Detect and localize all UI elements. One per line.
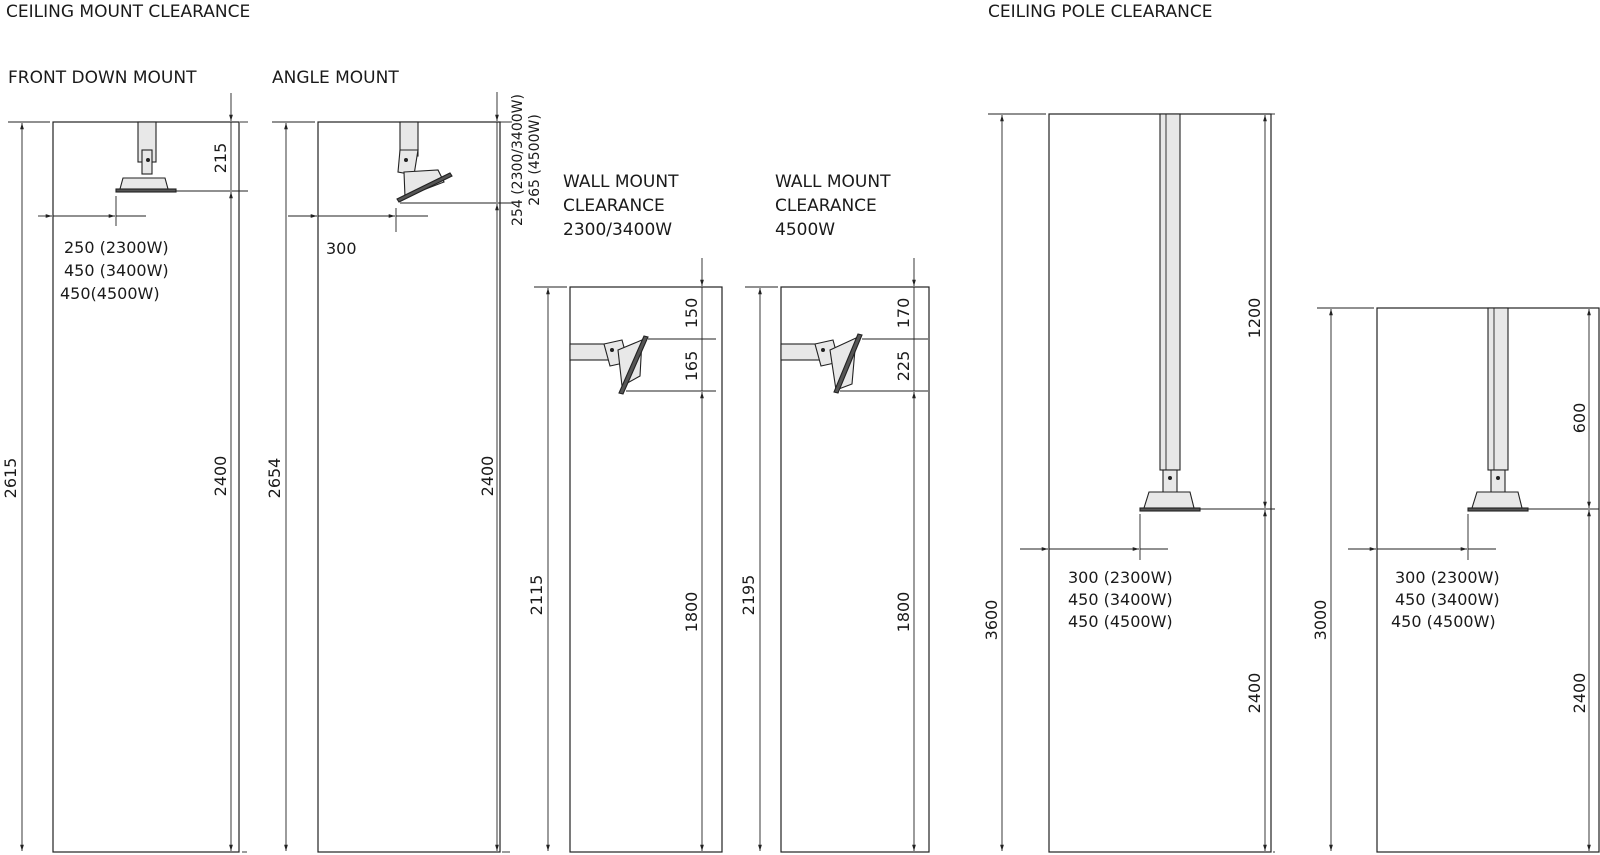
wall-b-title-line-3: 4500W: [775, 220, 835, 240]
wall-b-total-dim: 2195: [739, 575, 758, 616]
angle-mount-title: ANGLE MOUNT: [272, 68, 399, 88]
angle-floor-dim: 2400: [478, 456, 497, 497]
angle-heater: [396, 121, 453, 203]
wall-b-floor-dim: 1800: [894, 592, 913, 633]
wall-a-mid-dim: 165: [682, 351, 701, 382]
pole-a-offset-3: 450 (4500W): [1068, 612, 1173, 631]
pole-a-floor-dim: 2400: [1245, 673, 1264, 714]
front-down-offset-3: 450(4500W): [60, 284, 160, 303]
wall-b-top-dim: 170: [894, 298, 913, 329]
ceiling-pole-b-diagram: 3000 600 2400 300 (2300W) 450 (3400W) 45…: [1311, 307, 1600, 853]
wall-a-title-line-2: CLEARANCE: [563, 196, 665, 216]
angle-drop-dim-1: 254 (2300/3400W): [510, 94, 526, 226]
pole-a-offset-2: 450 (3400W): [1068, 590, 1173, 609]
ceiling-mount-title: CEILING MOUNT CLEARANCE: [6, 2, 250, 22]
angle-room-outline: [317, 121, 501, 853]
angle-mount-diagram: 2654 2400 254 (2300/3400W) 265 (4500W) 3…: [265, 92, 543, 853]
front-down-offset-1: 250 (2300W): [64, 238, 169, 257]
wall-b-title-line-2: CLEARANCE: [775, 196, 877, 216]
pole-b-offset-1: 300 (2300W): [1395, 568, 1500, 587]
wall-b-heater: [780, 333, 863, 394]
front-down-floor-dim: 2400: [211, 456, 230, 497]
pole-b-offset-2: 450 (3400W): [1395, 590, 1500, 609]
wall-a-total-dim: 2115: [527, 575, 546, 616]
pole-b-floor-dim: 2400: [1570, 673, 1589, 714]
ceiling-pole-a-diagram: 3600 1200 2400 300 (2300W) 450 (3400W) 4…: [982, 113, 1275, 853]
front-down-mount-diagram: 2615 2400 215 250 (2300W) 450 (3400W) 45…: [1, 93, 248, 853]
wall-a-room-outline: [569, 286, 723, 853]
front-down-drop-dim: 215: [211, 143, 230, 174]
wall-b-title: WALL MOUNT CLEARANCE 4500W: [775, 172, 891, 240]
wall-a-title-line-3: 2300/3400W: [563, 220, 672, 240]
wall-mount-a-diagram: 2115 150 165 1800: [527, 258, 723, 853]
wall-mount-b-diagram: 2195 170 225 1800: [739, 258, 930, 853]
angle-offset-dim: 300: [326, 239, 357, 258]
front-down-title: FRONT DOWN MOUNT: [8, 68, 197, 88]
wall-a-floor-dim: 1800: [682, 592, 701, 633]
wall-a-title-line-1: WALL MOUNT: [563, 172, 679, 192]
wall-b-mid-dim: 225: [894, 351, 913, 382]
pole-a-total-dim: 3600: [982, 600, 1001, 641]
wall-b-room-outline: [780, 286, 930, 853]
angle-total-dim: 2654: [265, 458, 284, 499]
pole-a-heater: [1139, 113, 1201, 512]
wall-a-title: WALL MOUNT CLEARANCE 2300/3400W: [563, 172, 679, 240]
front-down-heater: [115, 121, 177, 193]
wall-a-heater: [569, 335, 649, 395]
pole-b-pole-dim: 600: [1570, 403, 1589, 434]
pole-b-offset-3: 450 (4500W): [1391, 612, 1496, 631]
front-down-total-dim: 2615: [1, 458, 20, 499]
pole-a-pole-dim: 1200: [1245, 298, 1264, 339]
pole-a-offset-1: 300 (2300W): [1068, 568, 1173, 587]
pole-b-total-dim: 3000: [1311, 600, 1330, 641]
wall-a-top-dim: 150: [682, 298, 701, 329]
angle-drop-dim-2: 265 (4500W): [527, 114, 543, 206]
front-down-offset-2: 450 (3400W): [64, 261, 169, 280]
ceiling-pole-title: CEILING POLE CLEARANCE: [988, 2, 1212, 22]
wall-b-title-line-1: WALL MOUNT: [775, 172, 891, 192]
pole-b-heater: [1467, 307, 1529, 512]
